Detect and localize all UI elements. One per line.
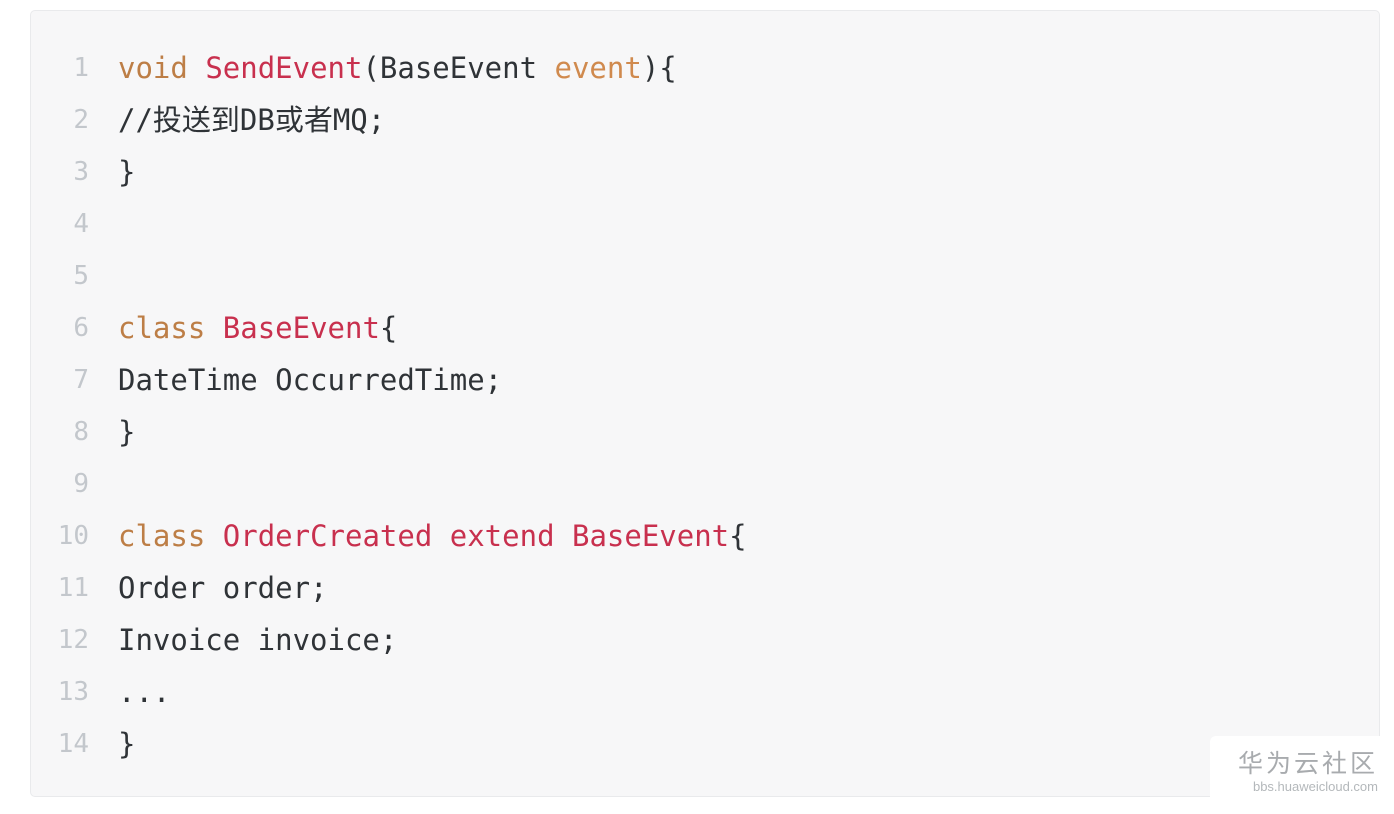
code-token-plain: Invoice invoice; [118, 623, 398, 657]
line-number: 10 [57, 521, 89, 551]
line-number: 4 [73, 209, 89, 239]
code-token-plain: ... [118, 675, 171, 709]
code-token-keyword: class [118, 519, 206, 553]
watermark-title: 华为云社区 [1237, 750, 1378, 779]
code-text: } [118, 718, 135, 770]
code-line: 4 [31, 198, 1379, 250]
code-token-name: OrderCreated [222, 519, 433, 553]
code-text: //投送到DB或者MQ; [118, 94, 385, 146]
code-token-plain: { [379, 311, 398, 345]
code-token-name: BaseEvent [222, 311, 380, 345]
code-token-plain: (BaseEvent [362, 51, 555, 85]
code-text: void SendEvent(BaseEvent event){ [118, 42, 677, 94]
line-number: 6 [73, 313, 89, 343]
code-token-param: event [554, 51, 642, 85]
line-number: 7 [73, 365, 89, 395]
line-number: 1 [73, 53, 89, 83]
code-token-plain: } [118, 155, 136, 189]
code-token-name: SendEvent [205, 51, 363, 85]
watermark: 华为云社区 bbs.huaweicloud.com [1209, 736, 1388, 804]
code-line: 1 void SendEvent(BaseEvent event){ [31, 42, 1379, 94]
code-token-plain: ){ [641, 51, 677, 85]
code-text: class OrderCreated extend BaseEvent{ [118, 510, 747, 562]
code-line: 8} [31, 406, 1379, 458]
code-token-plain: //投送到DB或者MQ; [118, 103, 386, 137]
code-token-keyword: class [118, 311, 206, 345]
code-token-name: extend [449, 519, 555, 553]
code-token-plain: } [118, 415, 136, 449]
code-line: 6 class BaseEvent{ [31, 302, 1379, 354]
line-number: 9 [73, 469, 89, 499]
code-line: 11 Order order; [31, 562, 1379, 614]
code-line: 13... [31, 666, 1379, 718]
code-text: DateTime OccurredTime; [118, 354, 502, 406]
code-token-plain [205, 311, 222, 345]
watermark-url: bbs.huaweicloud.com [1252, 779, 1378, 795]
code-token-plain [432, 519, 449, 553]
code-lines: 1 void SendEvent(BaseEvent event){ 2 //投送到D… [31, 42, 1379, 770]
code-token-name: BaseEvent [572, 519, 730, 553]
code-token-keyword: void [118, 51, 188, 85]
code-block-panel: 1 void SendEvent(BaseEvent event){ 2 //投送到D… [30, 10, 1380, 797]
code-token-plain [205, 519, 222, 553]
code-line: 5 [31, 250, 1379, 302]
code-text: Invoice invoice; [118, 614, 397, 666]
code-line: 14} [31, 718, 1379, 770]
code-text: ... [118, 666, 170, 718]
code-token-plain: } [118, 727, 136, 761]
code-text: } [118, 146, 135, 198]
line-number: 8 [73, 417, 89, 447]
code-line: 12 Invoice invoice; [31, 614, 1379, 666]
code-text: Order order; [118, 562, 328, 614]
code-line: 2 //投送到DB或者MQ; [31, 94, 1379, 146]
code-token-plain [188, 51, 205, 85]
code-line: 7 DateTime OccurredTime; [31, 354, 1379, 406]
line-number: 12 [57, 625, 89, 655]
code-token-plain: DateTime OccurredTime; [118, 363, 503, 397]
code-line: 3} [31, 146, 1379, 198]
line-number: 13 [57, 677, 89, 707]
code-token-plain: Order order; [118, 571, 328, 605]
code-text: class BaseEvent{ [118, 302, 397, 354]
code-line: 9 [31, 458, 1379, 510]
code-line: 10 class OrderCreated extend BaseEvent{ [31, 510, 1379, 562]
line-number: 5 [73, 261, 89, 291]
line-number: 3 [73, 157, 89, 187]
code-text: } [118, 406, 135, 458]
line-number: 11 [57, 573, 89, 603]
code-token-plain: { [729, 519, 747, 553]
line-number: 2 [73, 105, 89, 135]
code-token-plain [555, 519, 572, 553]
line-number: 14 [57, 729, 89, 759]
